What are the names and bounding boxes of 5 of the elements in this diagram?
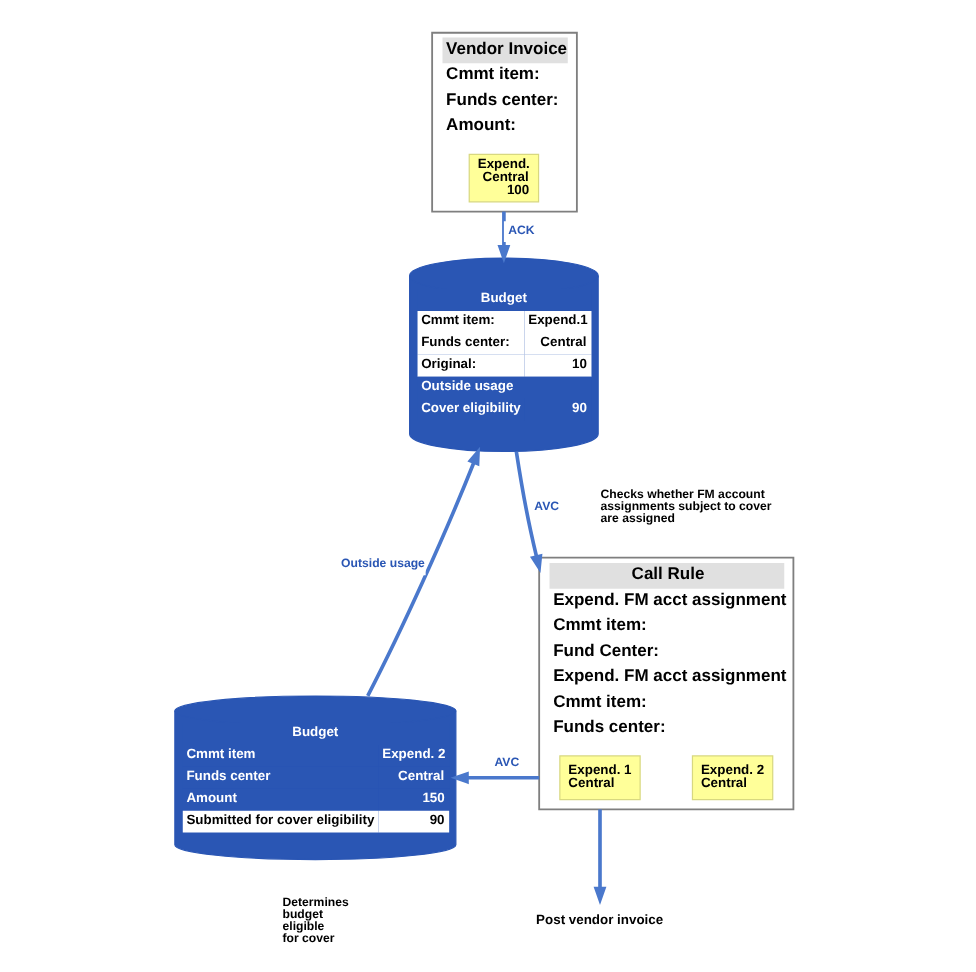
arrow: [365, 445, 480, 696]
arrow: [496, 210, 510, 263]
arrow: [513, 450, 542, 573]
arrow: [592, 808, 606, 905]
arrow: [449, 770, 539, 784]
